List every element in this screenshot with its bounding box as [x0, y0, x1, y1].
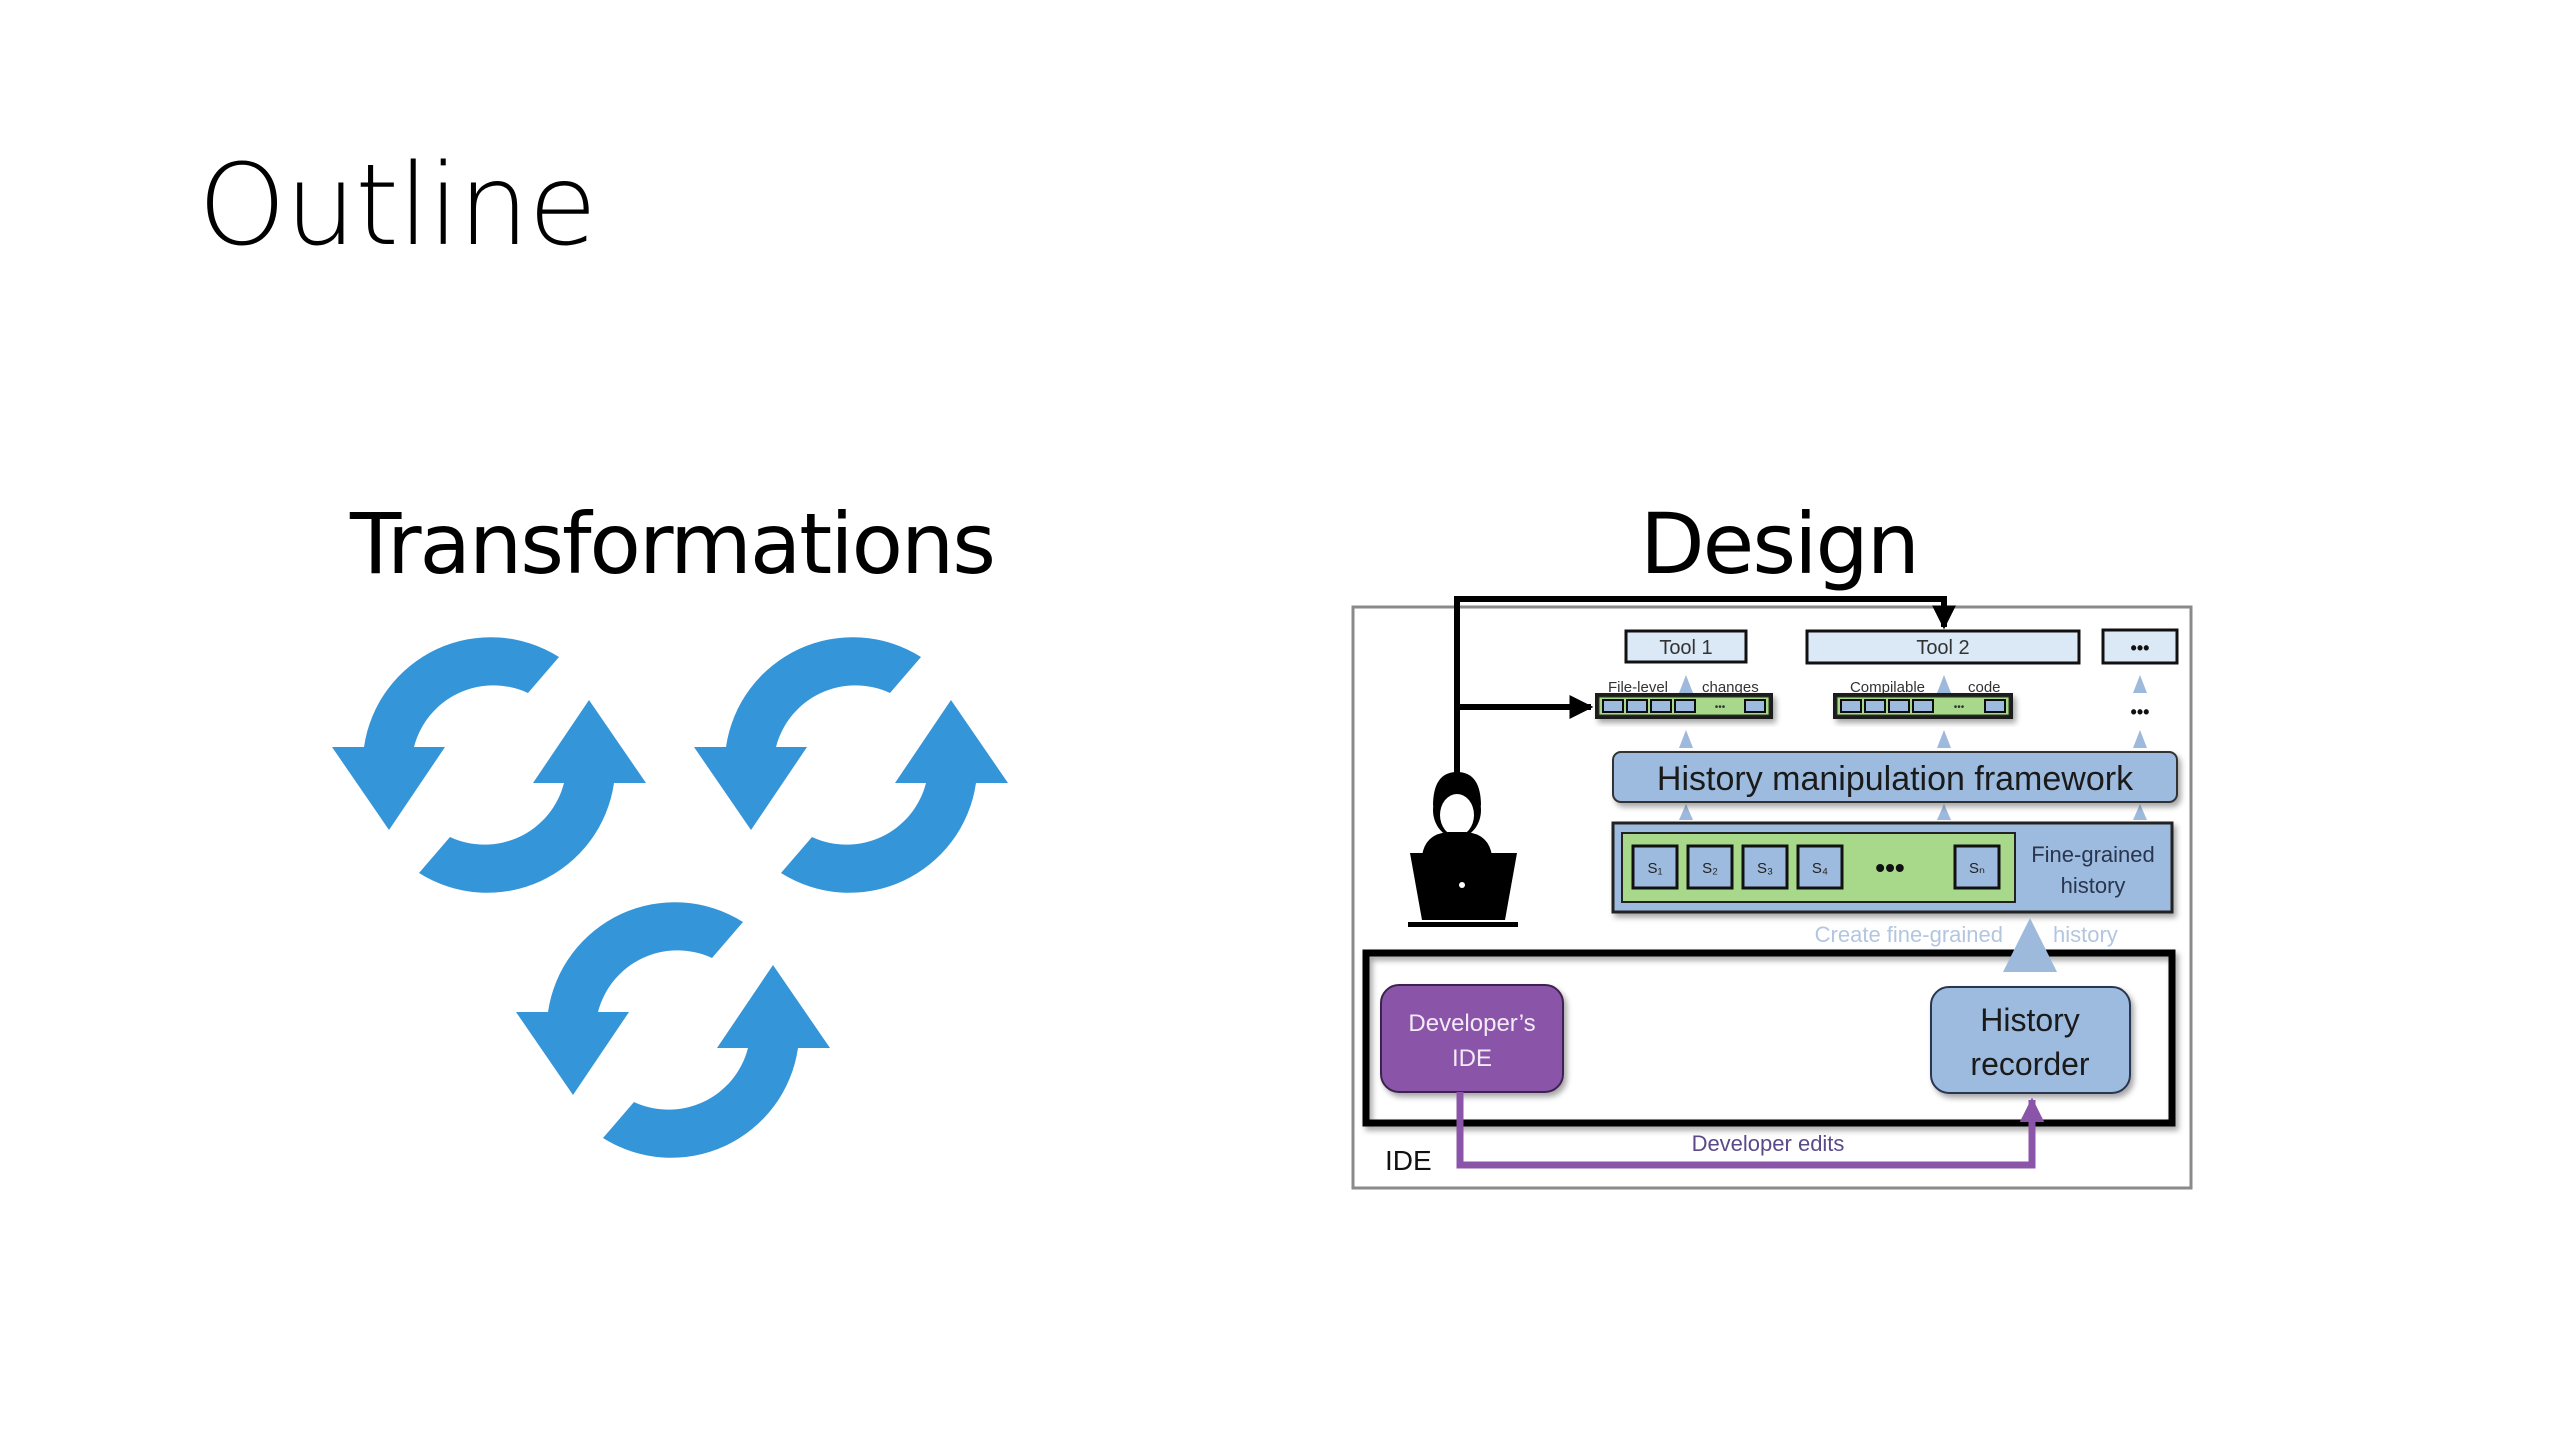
up-arrow-icon: [1937, 730, 1951, 748]
create-history-arrow-icon: [2003, 918, 2057, 972]
transformations-heading: Transformations: [350, 495, 996, 593]
recorder-line2: recorder: [1970, 1046, 2090, 1082]
up-arrow-icon: [2133, 730, 2147, 748]
snapshot-label: S₃: [1757, 860, 1773, 877]
tool-1-caption-right: changes: [1702, 679, 1759, 696]
up-arrow-icon: [2133, 675, 2147, 693]
create-label-left: Create fine-grained: [1815, 922, 2003, 947]
developer-ide-line1: Developer’s: [1408, 1010, 1535, 1037]
snapshot-box: [1741, 844, 1789, 890]
more-indicator: •••: [2131, 702, 2150, 722]
tool-more-box: [2101, 628, 2179, 665]
tool-2-caption-right: code: [1968, 679, 2001, 696]
history-label-line1: Fine-grained: [2031, 842, 2155, 867]
snapshot-label: S₁: [1647, 860, 1662, 877]
tool-1-label: Tool 1: [1659, 637, 1712, 659]
up-arrow-icon: [1679, 675, 1693, 693]
snapshot-box: [1953, 844, 2001, 890]
snapshot-label: S₄: [1812, 860, 1828, 877]
history-recorder-box: [1930, 986, 2131, 1094]
svg-text:•••: •••: [1954, 702, 1965, 713]
recorder-line1: History: [1980, 1002, 2080, 1038]
developer-edits-arrow: [1456, 1092, 2045, 1169]
ide-box: [1362, 949, 2176, 1127]
tool-2-label: Tool 2: [1916, 637, 1969, 659]
history-manipulation-framework-box: [1612, 751, 2178, 803]
design-heading: Design: [1640, 495, 1920, 593]
developer-ide-box: [1380, 984, 1564, 1093]
tool-1-box: [1624, 629, 1748, 664]
slide-title: Outline: [198, 141, 597, 271]
history-label-line2: history: [2061, 873, 2126, 898]
up-arrow-icon: [1937, 804, 1951, 820]
developer-person-icon: [1408, 772, 1518, 927]
snapshot-box: [1796, 844, 1844, 890]
tool-1-caption-left: File-level: [1608, 679, 1668, 696]
snapshot-box: [1631, 844, 1679, 890]
history-bar-file-level: •••: [1595, 693, 1773, 719]
feedback-arrow-tool2: [1454, 596, 1956, 792]
ide-label: IDE: [1385, 1145, 1432, 1176]
create-label-right: history: [2053, 922, 2118, 947]
tool-2-box: [1805, 629, 2081, 665]
snapshot-label: S₂: [1702, 860, 1718, 877]
history-bar-compilable: •••: [1833, 693, 2013, 719]
tool-2-caption-left: Compilable: [1850, 679, 1925, 696]
tool-more-label: •••: [2131, 638, 2150, 658]
up-arrow-icon: [1679, 804, 1693, 820]
svg-text:•••: •••: [1715, 702, 1726, 713]
developer-edits-label: Developer edits: [1692, 1131, 1845, 1156]
snapshot-label: Sₙ: [1969, 860, 1985, 877]
up-arrow-icon: [1937, 675, 1951, 693]
up-arrow-icon: [1679, 730, 1693, 748]
snapshot-ellipsis: •••: [1875, 852, 1904, 883]
snapshot-box: [1686, 844, 1734, 890]
developer-ide-line2: IDE: [1452, 1045, 1492, 1072]
framework-label: History manipulation framework: [1657, 760, 2134, 798]
up-arrow-icon: [2133, 804, 2147, 820]
